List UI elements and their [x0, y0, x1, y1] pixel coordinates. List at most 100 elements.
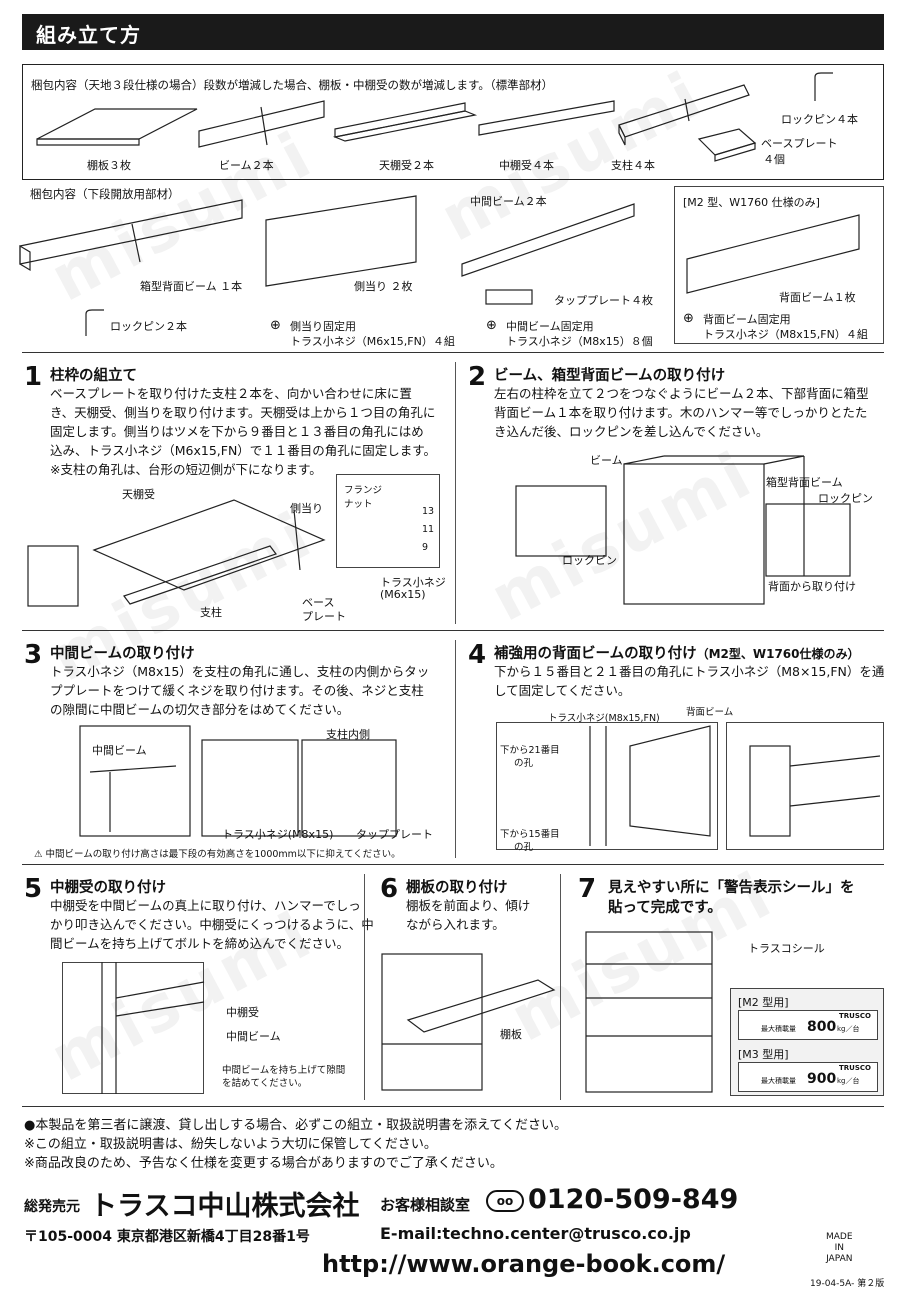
label-back-screw-1: 背面ビーム固定用: [703, 313, 791, 326]
step-6-number: 6: [380, 874, 399, 904]
top-shelf-support-drawing: [332, 102, 478, 142]
mid-beam-drawing: [461, 203, 635, 277]
s1-detail-box: [336, 474, 440, 568]
step-5-drawing: [101, 962, 205, 1094]
s3-label-screw: トラス小ネジ(M8x15): [222, 828, 334, 841]
step-1-number: 1: [24, 362, 43, 392]
s1-label-base-2: プレート: [302, 610, 346, 623]
company-address: 〒105-0004 東京都港区新橋4丁目28番1号: [24, 1229, 310, 1245]
box-back-beam-drawing: [19, 199, 243, 272]
step-5-text: 中棚受を中間ビームの真上に取り付け、ハンマーでしっかり叩き込んでください。中棚受…: [50, 898, 374, 951]
s4-label-h21: 下から21番目: [500, 745, 560, 756]
s5-detail-box: [62, 962, 204, 1094]
divider: [455, 640, 456, 858]
s5-label-midbeam: 中間ビーム: [226, 1030, 281, 1043]
step-3-text: トラス小ネジ（M8x15）を支柱の角孔に通し、支柱の内側からタッププレートをつけ…: [50, 664, 430, 717]
seller-label: 総発売元: [24, 1199, 80, 1215]
s1-label-9: 9: [422, 542, 429, 553]
label-back-screw-2: トラス小ネジ（M8x15,FN）４組: [703, 328, 868, 341]
s7-maxload: 最大積載量: [761, 1077, 796, 1085]
step-2-number: 2: [468, 362, 487, 392]
s1-label-flange: フランジ: [344, 485, 383, 496]
step-3-drawing: [79, 725, 397, 837]
s4-label-backbeam: 背面ビーム: [686, 707, 734, 718]
s1-label-nut: ナット: [344, 499, 373, 510]
m2-only-box: [M2 型、W1760 仕様のみ] 背面ビーム１枚 ⊕ 背面ビーム固定用 トラス…: [674, 186, 884, 344]
lower-parts-caption: 梱包内容（下段開放用部材）: [30, 187, 180, 201]
divider: [22, 630, 884, 631]
s2-label-beam: ビーム: [590, 454, 623, 467]
s7-unit: kg／台: [837, 1025, 860, 1033]
notes: ●本製品を第三者に譲渡、貸し出しする場合、必ずこの組立・取扱説明書を添えてくださ…: [24, 1116, 567, 1173]
side-guard-drawing: [265, 195, 417, 287]
s2-label-back: 背面から取り付け: [768, 580, 856, 593]
part-label-base-plate-count: ４個: [763, 153, 785, 166]
s7-m2-load: 800: [807, 1019, 837, 1035]
step-7-title: 見えやすい所に「警告表示シール」を: [608, 880, 855, 896]
step-4-title-main: 補強用の背面ビームの取り付け: [494, 646, 697, 662]
contact-email[interactable]: E-mail:techno.center@trusco.co.jp: [380, 1224, 691, 1243]
s1-label-tentana: 天棚受: [122, 488, 155, 501]
step-7-number: 7: [578, 874, 597, 904]
step-6-drawing: [381, 953, 556, 1091]
screw-icon: ⊕: [486, 318, 497, 333]
divider: [22, 864, 884, 865]
lock-pin-small-drawing: [85, 309, 104, 336]
divider: [22, 1106, 884, 1107]
step-4-number: 4: [468, 640, 487, 670]
part-label-base-plate: ベースプレート: [761, 137, 838, 150]
s1-label-11: 11: [422, 524, 435, 535]
s4-label-screw: トラス小ネジ(M8x15,FN): [548, 713, 660, 724]
s7-maxload: 最大積載量: [761, 1025, 796, 1033]
website-url[interactable]: http://www.orange-book.com/: [322, 1250, 726, 1278]
s7-label-m2: [M2 型用]: [738, 996, 789, 1009]
s1-label-sokuatari: 側当り: [290, 502, 323, 515]
step-5-number: 5: [24, 874, 43, 904]
tap-plate-drawing: [485, 289, 533, 305]
lock-pin-drawing: [814, 72, 833, 101]
standard-parts-box: 梱包内容（天地３段仕様の場合）段数が増減した場合、棚板・中棚受の数が増減します。…: [22, 64, 884, 180]
label-side-screw-2: トラス小ネジ（M6x15,FN）４組: [290, 335, 455, 348]
divider: [560, 874, 561, 1100]
divider: [364, 874, 365, 1100]
label-box-back-beam: 箱型背面ビーム １本: [140, 280, 243, 293]
step-4-drawing: [589, 725, 881, 846]
step-6-text: 棚板を前面より、傾けながら入れます。: [406, 898, 531, 932]
step-3-title: 中間ビームの取り付け: [50, 646, 195, 662]
s4-label-h15-hole: の孔: [514, 842, 534, 853]
beam-drawing: [198, 100, 325, 148]
s2-label-lockpin-2: ロックピン: [562, 554, 617, 567]
back-beam-drawing: [686, 214, 860, 294]
step-1-title: 柱枠の組立て: [50, 368, 137, 384]
page-title: 組み立て方: [22, 14, 884, 50]
step-1-drawing: [27, 499, 326, 607]
m2-only-title: [M2 型、W1760 仕様のみ]: [683, 196, 820, 209]
s4-overview-box: [726, 722, 884, 850]
contact-label: お客様相談室: [380, 1196, 471, 1214]
s4-detail-box: [496, 722, 718, 850]
step-1-text: ベースプレートを取り付けた支柱２本を、向かい合わせに床に置き、天棚受、側当りを取…: [50, 386, 437, 477]
base-plate-drawing: [697, 128, 757, 162]
label-side-screw-1: 側当り固定用: [290, 320, 356, 333]
s7-label-m3: [M3 型用]: [738, 1048, 789, 1061]
s5-label-nakatana: 中棚受: [226, 1006, 259, 1019]
step-2-text: 左右の柱枠を立て２つをつなぐようにビーム２本、下部背面に箱型背面ビーム１本を取り…: [494, 386, 869, 439]
part-label-beam: ビーム２本: [219, 159, 274, 172]
s4-label-h21-hole: の孔: [514, 758, 534, 769]
divider: [455, 362, 456, 624]
part-label-mid-support: 中棚受４本: [499, 159, 554, 172]
step-4-title: 補強用の背面ビームの取り付け（M2型、W1760仕様のみ）: [494, 642, 860, 663]
s1-label-screw-size: (M6x15): [380, 588, 426, 601]
label-lock-pin-small: ロックピン２本: [110, 320, 187, 333]
note-item: ※商品改良のため、予告なく仕様を変更する場合がありますのでご了承ください。: [24, 1156, 503, 1171]
s2-label-boxbeam: 箱型背面ビーム: [766, 476, 843, 489]
s7-brand: TRUSCO: [839, 1012, 871, 1020]
step-7-title-2: 貼って完成です。: [608, 900, 722, 916]
part-label-top-support: 天棚受２本: [379, 159, 434, 172]
label-mid-beam: 中間ビーム２本: [470, 195, 547, 208]
phone-number: 0120-509-849: [528, 1184, 739, 1215]
s6-label-shelf: 棚板: [500, 1028, 522, 1041]
s7-brand: TRUSCO: [839, 1064, 871, 1072]
s3-note: ⚠ 中間ビームの取り付け高さは最下段の有効高さを1000mm以下に抑えてください…: [34, 849, 401, 860]
